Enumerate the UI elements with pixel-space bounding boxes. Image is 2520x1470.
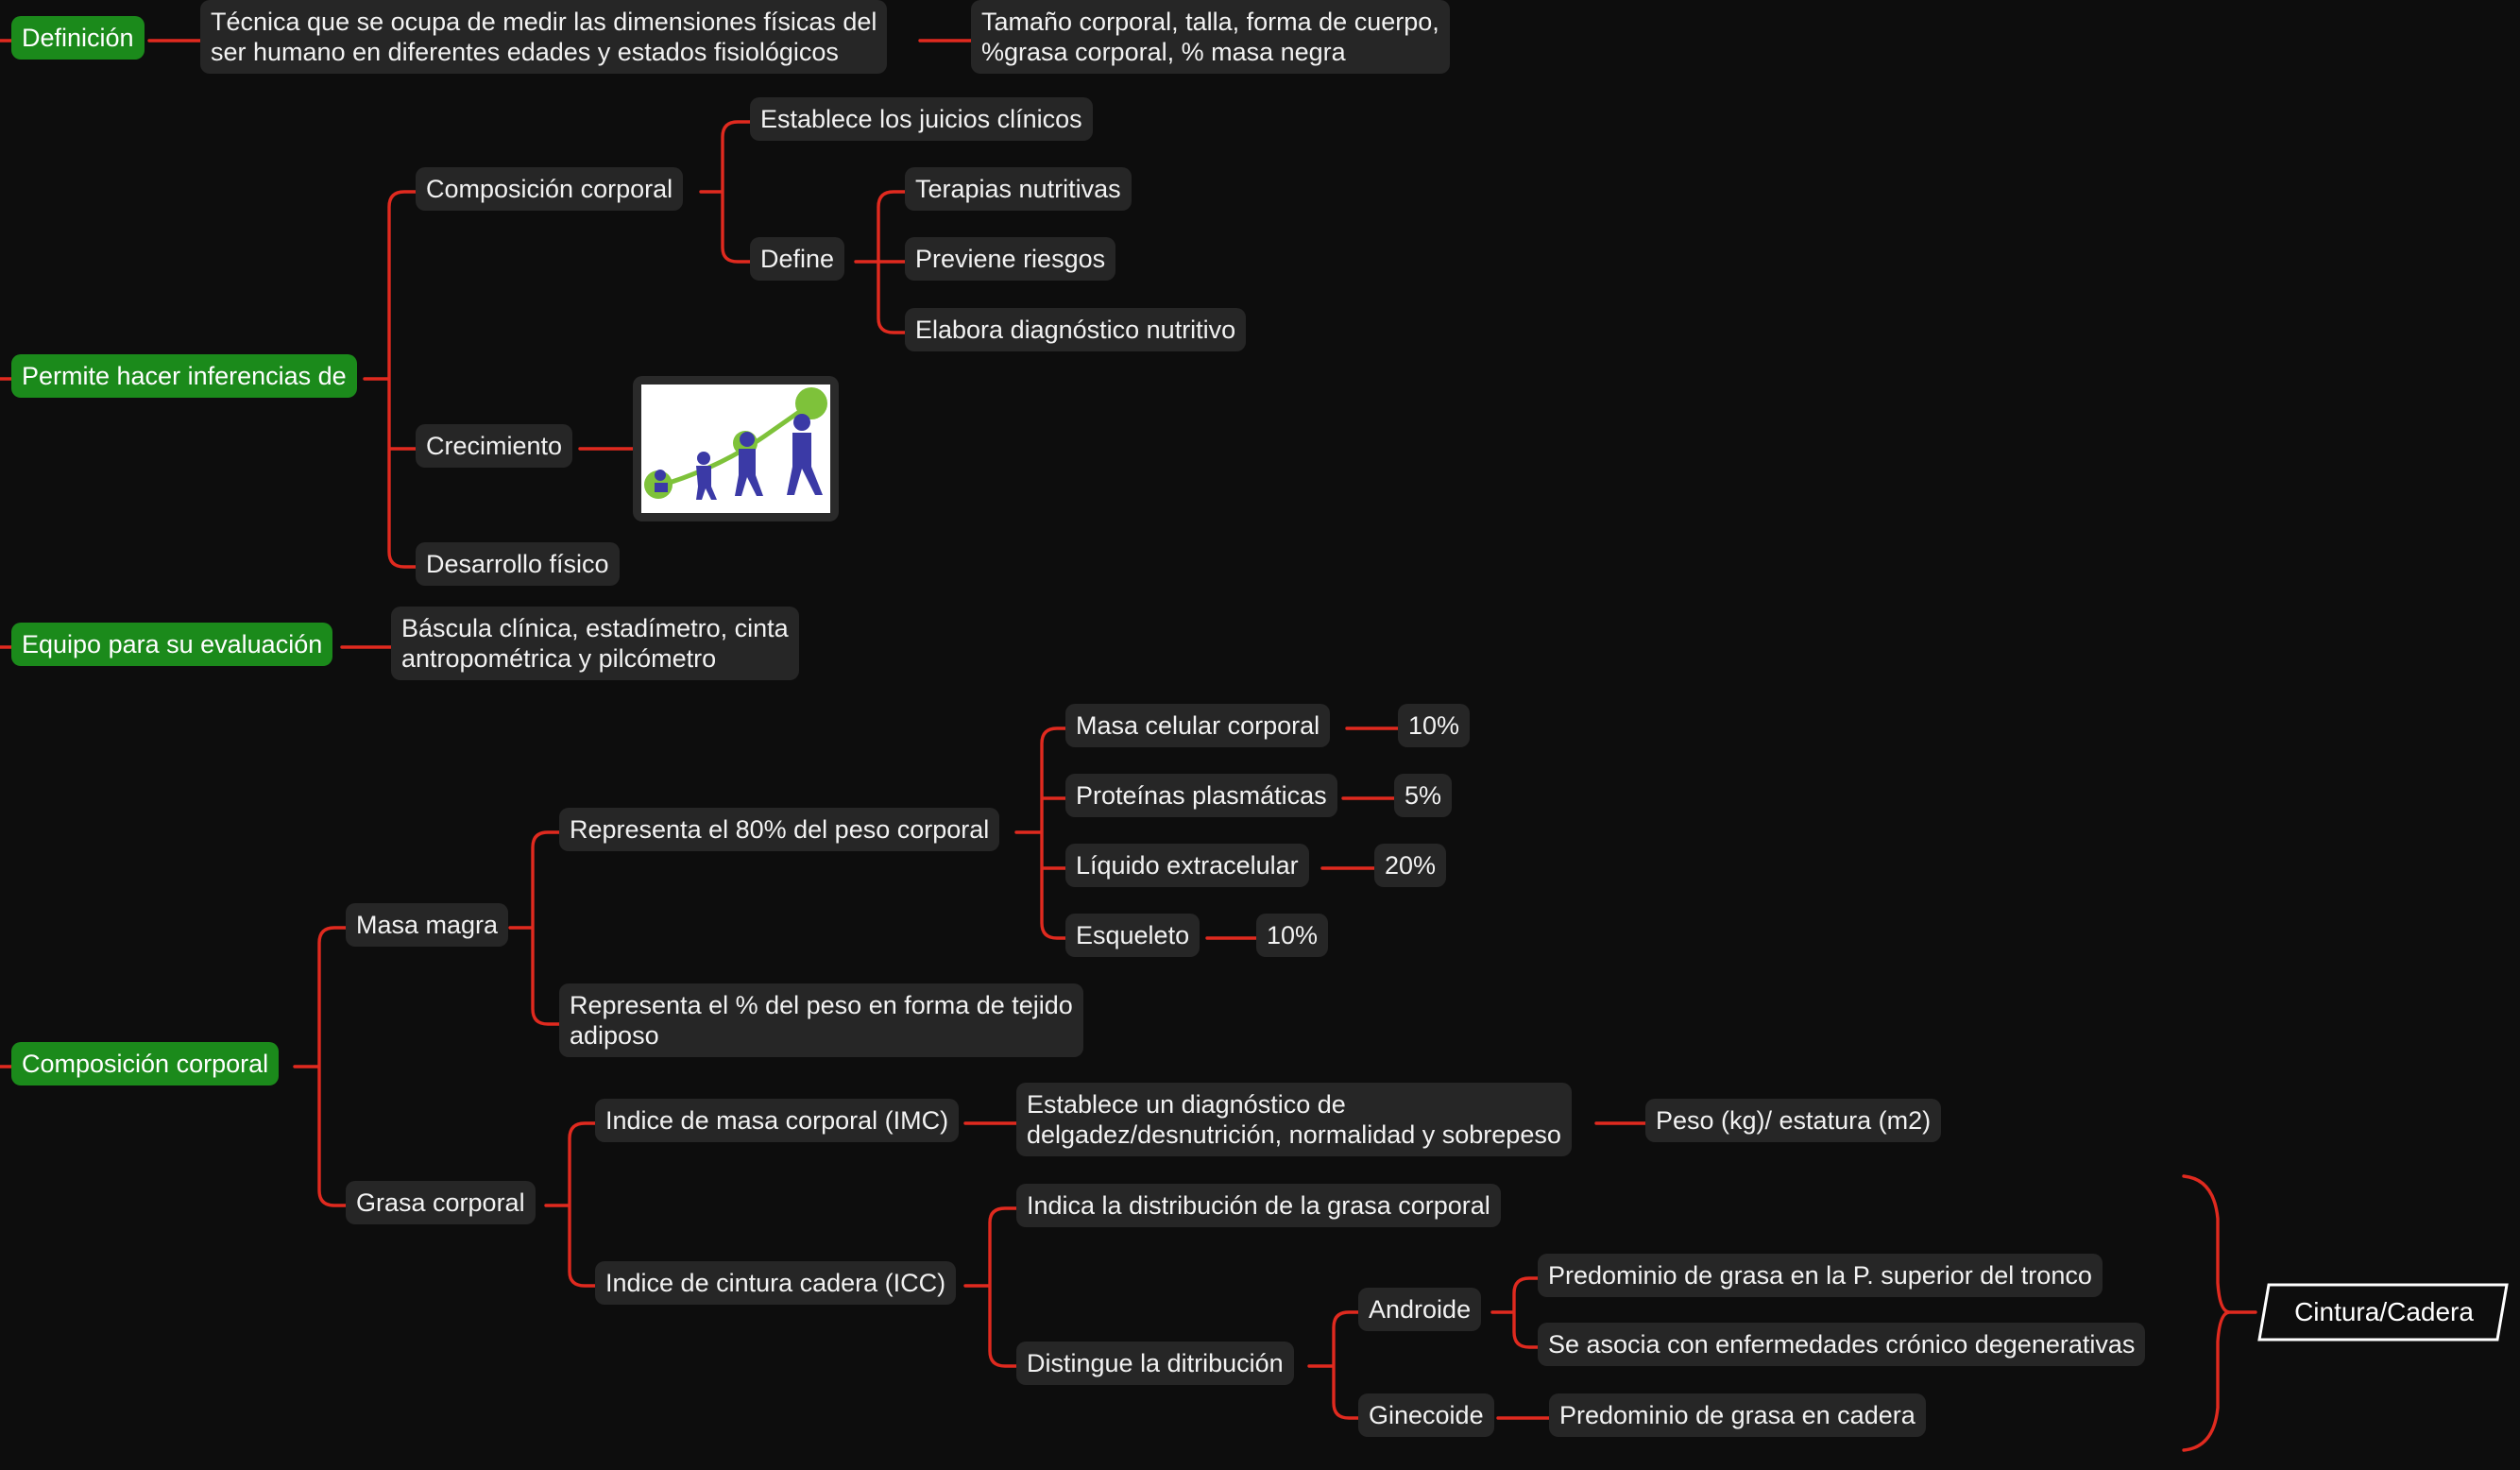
node-imc-descripcion[interactable]: Establece un diagnóstico de delgadez/des… bbox=[1016, 1083, 1572, 1156]
growth-illustration bbox=[641, 385, 830, 513]
node-desarrollo-fisico[interactable]: Desarrollo físico bbox=[416, 542, 620, 586]
imc-descripcion-line1: Establece un diagnóstico de bbox=[1027, 1090, 1346, 1119]
pct-masa-celular[interactable]: 10% bbox=[1398, 704, 1471, 747]
node-elabora[interactable]: Elabora diagnóstico nutritivo bbox=[905, 308, 1247, 351]
definicion-tecnica-line2: ser humano en diferentes edades y estado… bbox=[211, 38, 839, 66]
imc-descripcion-line2: delgadez/desnutrición, normalidad y sobr… bbox=[1027, 1120, 1561, 1149]
definicion-tamano[interactable]: Tamaño corporal, talla, forma de cuerpo,… bbox=[971, 0, 1450, 74]
equipo-items[interactable]: Báscula clínica, estadímetro, cinta antr… bbox=[391, 607, 799, 680]
cintura-cadera-callout[interactable]: Cintura/Cadera bbox=[2257, 1283, 2511, 1342]
node-imc[interactable]: Indice de masa corporal (IMC) bbox=[595, 1099, 960, 1142]
node-androide[interactable]: Androide bbox=[1358, 1288, 1482, 1331]
node-ginecoide[interactable]: Ginecoide bbox=[1358, 1393, 1494, 1437]
node-juicios-clinicos[interactable]: Establece los juicios clínicos bbox=[750, 97, 1093, 141]
node-terapias[interactable]: Terapias nutritivas bbox=[905, 167, 1132, 211]
node-representa-80[interactable]: Representa el 80% del peso corporal bbox=[559, 808, 1000, 851]
definicion-tamano-line1: Tamaño corporal, talla, forma de cuerpo, bbox=[981, 8, 1439, 36]
root-inferencias[interactable]: Permite hacer inferencias de bbox=[11, 354, 357, 398]
representa-tejido-line1: Representa el % del peso en forma de tej… bbox=[570, 991, 1073, 1019]
pct-liquido[interactable]: 20% bbox=[1374, 844, 1447, 887]
root-definicion[interactable]: Definición bbox=[11, 16, 145, 60]
node-esqueleto[interactable]: Esqueleto bbox=[1065, 914, 1200, 957]
node-icc[interactable]: Indice de cintura cadera (ICC) bbox=[595, 1261, 957, 1305]
equipo-items-line2: antropométrica y pilcómetro bbox=[401, 644, 717, 673]
node-icc-indica[interactable]: Indica la distribución de la grasa corpo… bbox=[1016, 1184, 1501, 1227]
pct-proteinas[interactable]: 5% bbox=[1394, 774, 1453, 817]
representa-tejido-line2: adiposo bbox=[570, 1021, 659, 1050]
node-masa-celular[interactable]: Masa celular corporal bbox=[1065, 704, 1331, 747]
cintura-cadera-label: Cintura/Cadera bbox=[2294, 1297, 2474, 1326]
definicion-tamano-line2: %grasa corporal, % masa negra bbox=[981, 38, 1346, 66]
node-imc-formula[interactable]: Peso (kg)/ estatura (m2) bbox=[1645, 1099, 1942, 1142]
node-distingue[interactable]: Distingue la ditribución bbox=[1016, 1342, 1294, 1385]
definicion-tecnica[interactable]: Técnica que se ocupa de medir las dimens… bbox=[200, 0, 888, 74]
node-composicion-inferencia[interactable]: Composición corporal bbox=[416, 167, 684, 211]
node-ginecoide-predominio[interactable]: Predominio de grasa en cadera bbox=[1549, 1393, 1926, 1437]
node-define[interactable]: Define bbox=[750, 237, 845, 281]
definicion-tecnica-line1: Técnica que se ocupa de medir las dimens… bbox=[211, 8, 877, 36]
growth-image-node[interactable] bbox=[633, 376, 839, 521]
node-representa-tejido[interactable]: Representa el % del peso en forma de tej… bbox=[559, 983, 1083, 1057]
pct-esqueleto[interactable]: 10% bbox=[1256, 914, 1329, 957]
node-grasa-corporal[interactable]: Grasa corporal bbox=[346, 1181, 536, 1224]
root-composicion-corporal[interactable]: Composición corporal bbox=[11, 1042, 280, 1085]
node-previene[interactable]: Previene riesgos bbox=[905, 237, 1116, 281]
node-androide-enfermedades[interactable]: Se asocia con enfermedades crónico degen… bbox=[1538, 1323, 2146, 1366]
node-androide-predominio[interactable]: Predominio de grasa en la P. superior de… bbox=[1538, 1254, 2103, 1297]
node-proteinas[interactable]: Proteínas plasmáticas bbox=[1065, 774, 1337, 817]
node-masa-magra[interactable]: Masa magra bbox=[346, 903, 509, 947]
node-liquido[interactable]: Líquido extracelular bbox=[1065, 844, 1309, 887]
equipo-items-line1: Báscula clínica, estadímetro, cinta bbox=[401, 614, 789, 642]
root-equipo[interactable]: Equipo para su evaluación bbox=[11, 623, 333, 666]
node-crecimiento[interactable]: Crecimiento bbox=[416, 424, 573, 468]
parallelogram-shape bbox=[2257, 1283, 2509, 1342]
